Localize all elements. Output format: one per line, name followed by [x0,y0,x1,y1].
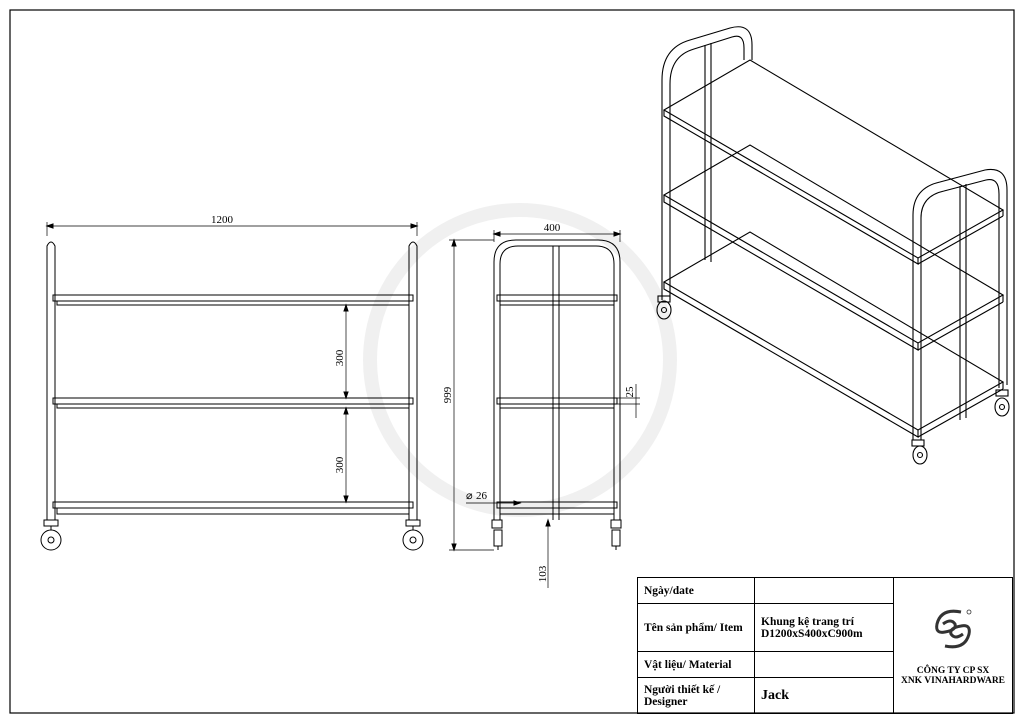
designer-label: Người thiết kế / Designer [637,677,755,714]
company-cell: CÔNG TY CP SX XNK VINAHARDWARE [893,577,1013,714]
company-name-line2: XNK VINAHARDWARE [900,675,1006,686]
product-value: Khung kệ trang trí D1200xS400xC900m [754,603,894,652]
product-value-line1: Khung kệ trang trí [761,615,854,628]
dim-side-thickness: 25 [624,386,636,398]
dim-front-width: 1200 [211,214,234,226]
dim-side-height: 999 [442,386,454,403]
diameter-symbol: ⌀ [466,490,473,502]
product-value-line2: D1200xS400xC900m [761,627,863,640]
designer-value: Jack [754,677,894,714]
front-view [40,222,424,551]
sheet-border [9,9,1015,714]
dim-caster-height: 103 [537,565,549,582]
date-value [754,577,894,604]
dim-tube-diameter: 26 [476,490,488,502]
dim-front-spacing-lower: 300 [334,456,346,473]
date-label: Ngày/date [637,577,755,604]
dim-front-spacing-upper: 300 [334,349,346,366]
title-block: Ngày/date CÔNG TY CP SX XNK VINAHARDWARE… [637,577,1013,714]
material-label: Vật liệu/ Material [637,651,755,678]
company-name-line1: CÔNG TY CP SX [916,665,990,676]
designer-label-line1: Người thiết kế / [644,683,721,696]
side-view [449,230,640,588]
designer-label-line2: Designer [644,695,688,708]
isometric-view [656,26,1010,465]
product-label: Tên sản phẩm/ Item [637,603,755,652]
watermark-logo [363,203,677,517]
dim-side-depth: 400 [544,222,561,234]
company-logo-icon [935,609,972,648]
material-value [754,651,894,678]
